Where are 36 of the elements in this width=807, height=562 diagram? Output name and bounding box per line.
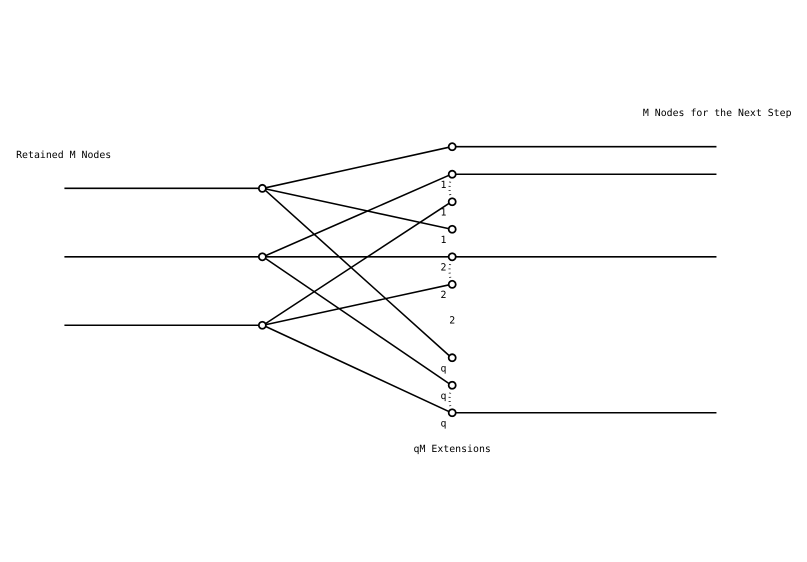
node-label: 2 — [440, 290, 447, 301]
connector — [266, 146, 449, 188]
label: M Nodes for the Next Step — [642, 108, 792, 119]
node-label: 2 — [440, 262, 447, 274]
node-circle — [258, 183, 267, 192]
connector — [448, 388, 452, 410]
connector — [266, 256, 448, 258]
node-label: q — [440, 418, 447, 430]
node-circle — [448, 408, 457, 417]
node-circle — [258, 320, 267, 330]
node-circle — [448, 224, 457, 234]
connector — [448, 176, 452, 198]
label: qM Extensions — [414, 444, 491, 455]
node-circle — [448, 196, 457, 206]
connector — [64, 187, 259, 189]
node-circle — [448, 279, 457, 288]
node-label: 1 — [440, 207, 447, 218]
label: 2 — [449, 315, 456, 326]
connector — [448, 259, 452, 281]
node-circle — [258, 252, 267, 261]
node-circle — [448, 380, 457, 390]
node-circle — [448, 169, 457, 178]
connector — [64, 324, 259, 326]
connector — [456, 172, 716, 174]
node-label: q — [440, 363, 447, 374]
node-label: 1 — [440, 180, 447, 191]
node-label: 1 — [440, 234, 447, 246]
node-circle — [448, 352, 457, 362]
connector — [456, 412, 716, 414]
connector — [64, 256, 259, 258]
node-circle — [448, 252, 457, 261]
connector — [456, 256, 716, 258]
node-circle — [448, 142, 457, 151]
label: Retained M Nodes — [16, 149, 112, 160]
node-label: q — [440, 390, 447, 402]
connector — [456, 145, 716, 147]
